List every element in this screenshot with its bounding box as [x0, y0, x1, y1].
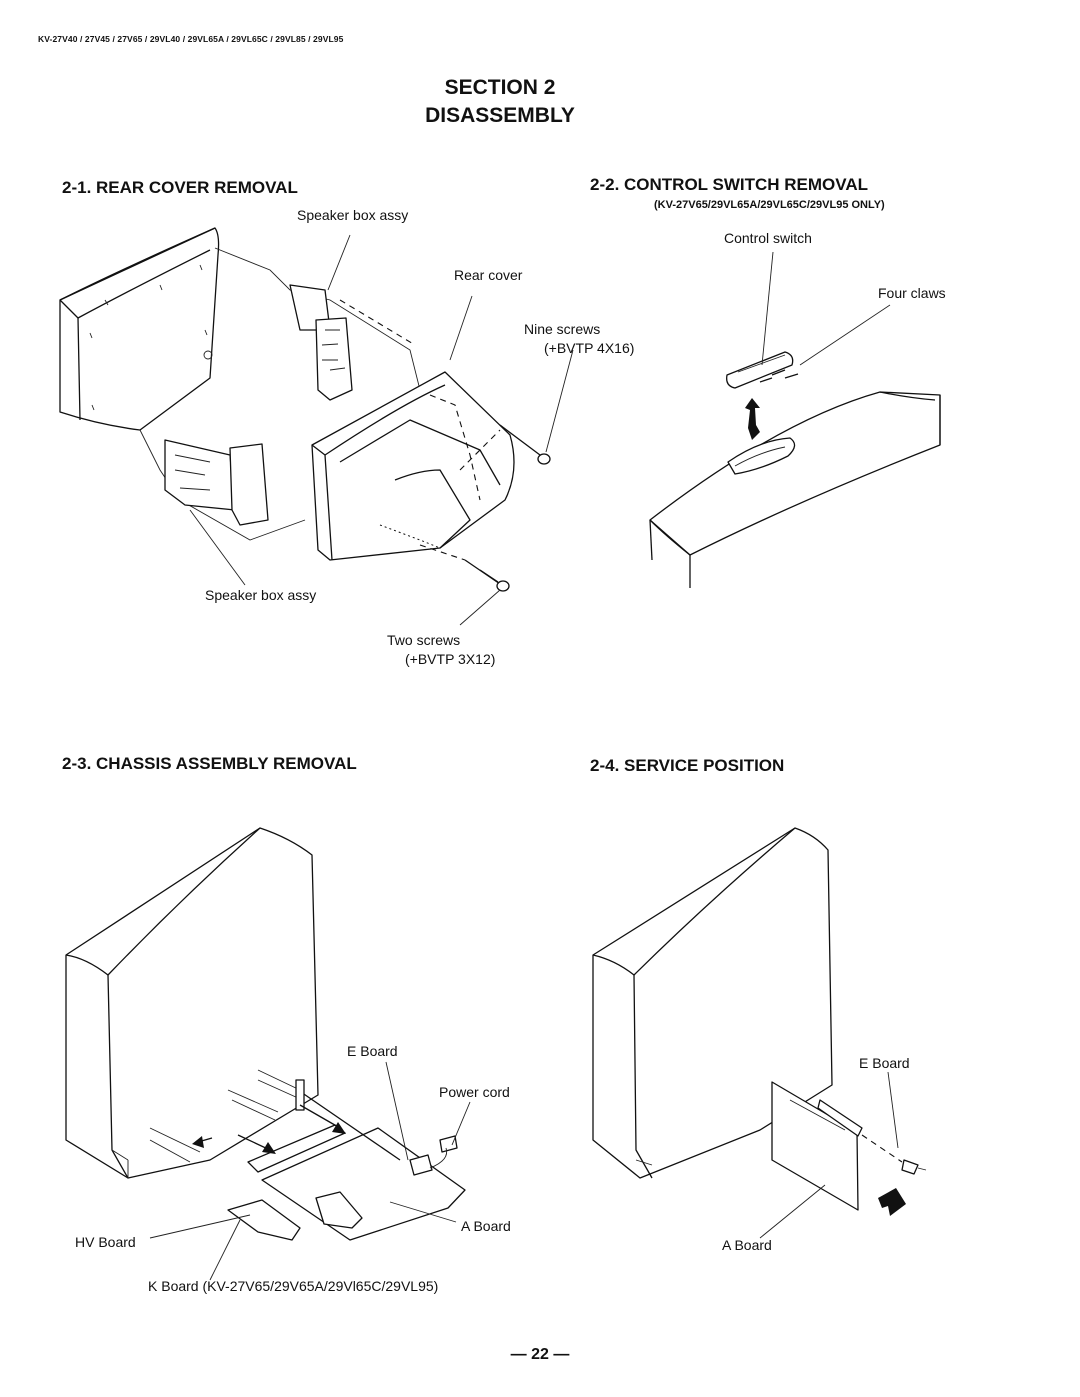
heading-rear-cover-removal: 2-1. REAR COVER REMOVAL — [62, 178, 298, 197]
control-switch-diagram — [649, 251, 941, 588]
label-e-board-chassis: E Board — [347, 1043, 398, 1059]
label-speaker-box-bottom: Speaker box assy — [205, 587, 317, 603]
label-k-board: K Board (KV-27V65/29V65A/29Vl65C/29VL95) — [148, 1278, 439, 1294]
model-list-header: KV-27V40 / 27V45 / 27V65 / 29VL40 / 29VL… — [38, 34, 344, 44]
section-title: SECTION 2 — [444, 76, 556, 99]
label-four-claws: Four claws — [878, 285, 946, 301]
label-hv-board: HV Board — [75, 1234, 136, 1250]
label-a-board-chassis: A Board — [461, 1218, 511, 1234]
label-power-cord: Power cord — [439, 1084, 510, 1100]
label-two-screws: Two screws — [387, 632, 461, 648]
control-switch-model-note: (KV-27V65/29VL65A/29VL65C/29VL95 ONLY) — [654, 199, 885, 211]
label-e-board-service: E Board — [859, 1055, 910, 1071]
rear-cover-diagram — [59, 227, 574, 626]
page-number: — 22 — — [510, 1346, 570, 1363]
label-nine-screws: Nine screws — [524, 321, 601, 337]
heading-chassis-assembly-removal: 2-3. CHASSIS ASSEMBLY REMOVAL — [62, 754, 357, 773]
heading-control-switch-removal: 2-2. CONTROL SWITCH REMOVAL — [590, 175, 868, 194]
label-control-switch: Control switch — [724, 230, 812, 246]
section-subtitle: DISASSEMBLY — [425, 104, 575, 127]
label-rear-cover: Rear cover — [454, 267, 523, 283]
service-position-diagram — [592, 827, 927, 1239]
label-two-screws-spec: (+BVTP 3X12) — [405, 651, 496, 667]
label-a-board-service: A Board — [722, 1237, 772, 1253]
label-nine-screws-spec: (+BVTP 4X16) — [544, 340, 635, 356]
chassis-diagram — [65, 827, 471, 1281]
heading-service-position: 2-4. SERVICE POSITION — [590, 756, 785, 775]
label-speaker-box-top: Speaker box assy — [297, 207, 409, 223]
